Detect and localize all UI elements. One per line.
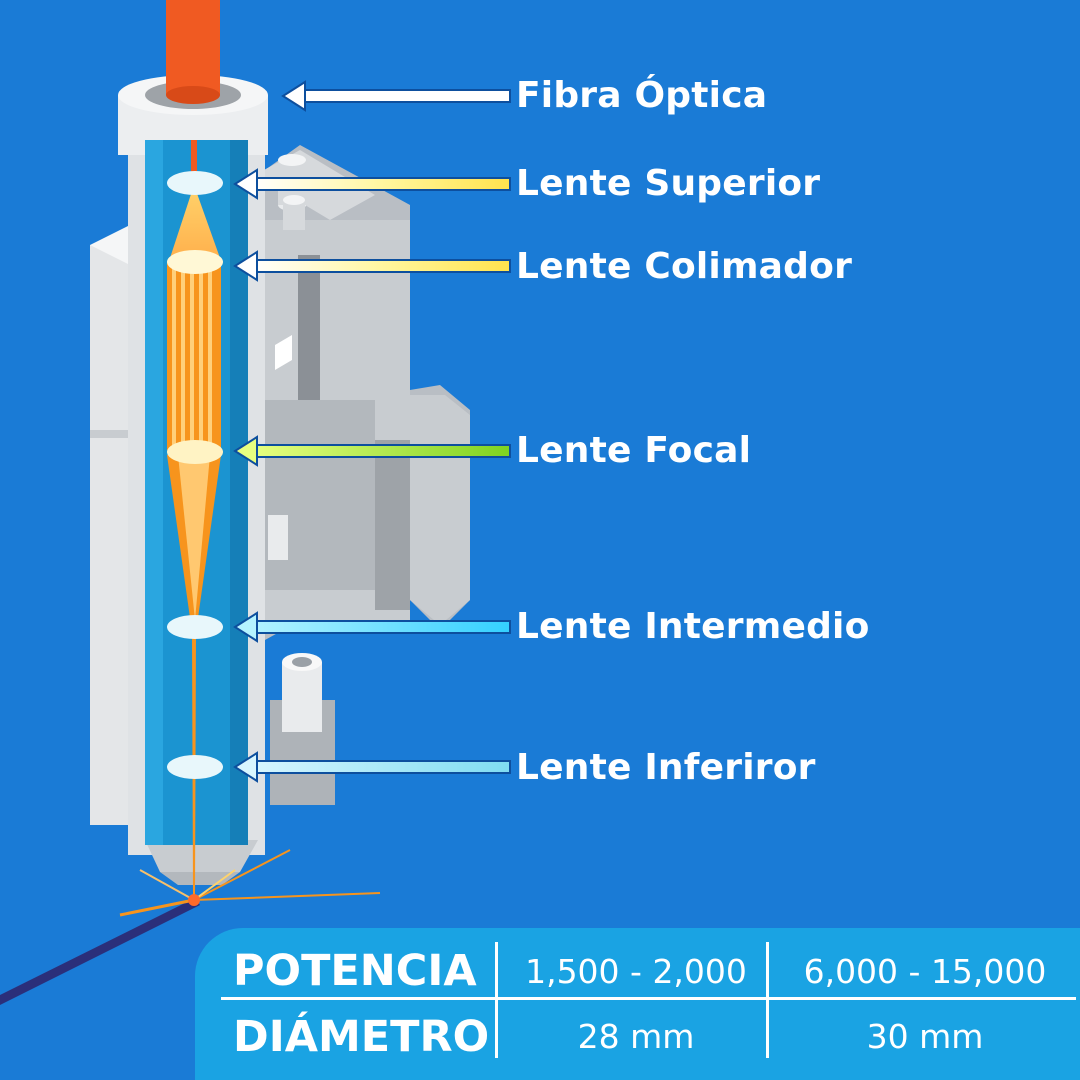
specs-table: POTENCIA 1,500 - 2,000 6,000 - 15,000 DI… xyxy=(195,928,1080,1080)
diametro-value-1: 28 mm xyxy=(577,1017,695,1056)
mount-bracket xyxy=(255,145,470,805)
potencia-value-2: 6,000 - 15,000 xyxy=(803,952,1047,991)
table-divider-vertical-1 xyxy=(495,942,498,1058)
upper-lens xyxy=(167,171,223,195)
optical-fiber xyxy=(166,0,220,95)
focal-lens xyxy=(167,440,223,464)
arrow-focal xyxy=(233,435,511,467)
arrow-superior xyxy=(233,168,511,200)
arrow-intermedio xyxy=(233,611,511,643)
potencia-value-1: 1,500 - 2,000 xyxy=(525,952,747,991)
table-divider-horizontal xyxy=(221,997,1076,1000)
fiber-end xyxy=(166,86,220,104)
label-lente-superior: Lente Superior xyxy=(516,163,821,204)
label-lente-inferior: Lente Inferiror xyxy=(516,747,816,788)
arrow-fibra xyxy=(281,80,511,112)
intermediate-lens xyxy=(167,615,223,639)
laser-beam xyxy=(167,140,221,895)
label-lente-intermedio: Lente Intermedio xyxy=(516,606,870,647)
header-diametro: DIÁMETRO xyxy=(233,1012,490,1062)
header-potencia: POTENCIA xyxy=(233,946,477,996)
diametro-value-2: 30 mm xyxy=(866,1017,984,1056)
label-fibra-optica: Fibra Óptica xyxy=(516,75,768,116)
cutting-spark xyxy=(0,849,381,1005)
arrow-colimador xyxy=(233,250,511,282)
table-divider-vertical-2 xyxy=(766,942,769,1058)
lower-lens xyxy=(167,755,223,779)
arrow-inferior xyxy=(233,751,511,783)
label-lente-focal: Lente Focal xyxy=(516,430,752,471)
collimator-lens xyxy=(167,250,223,274)
lenses xyxy=(167,171,223,779)
label-lente-colimador: Lente Colimador xyxy=(516,246,853,287)
